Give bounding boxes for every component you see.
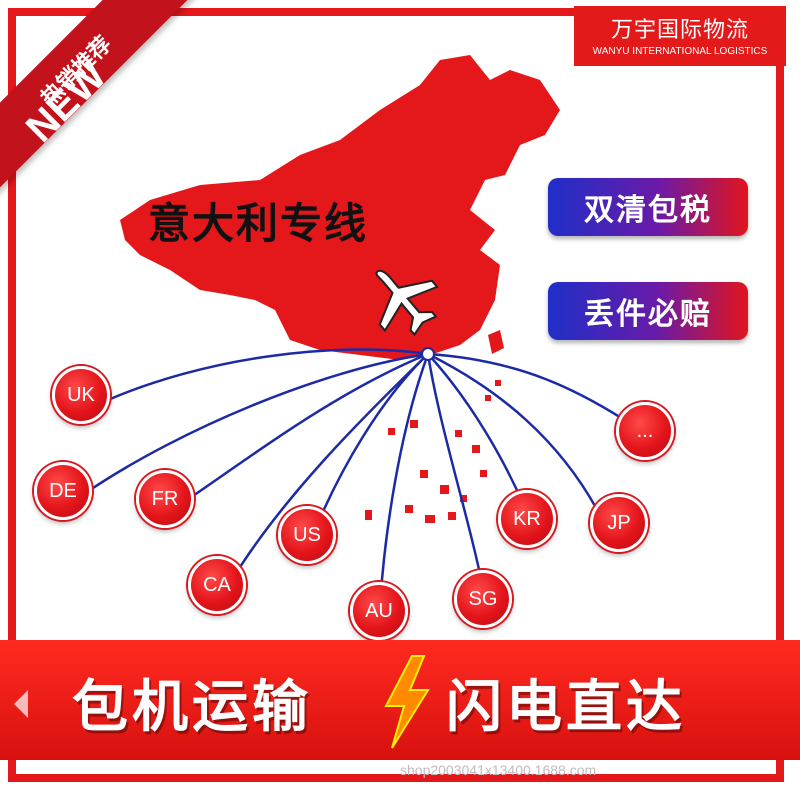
destination-node: DE <box>34 462 92 520</box>
airplane-icon <box>375 269 439 337</box>
destination-node: ... <box>616 402 674 460</box>
destination-node: JP <box>590 494 648 552</box>
brand-name-en: WANYU INTERNATIONAL LOGISTICS <box>592 46 768 57</box>
island-dots <box>365 380 501 523</box>
destination-node: UK <box>52 366 110 424</box>
left-arrow-icon <box>14 690 28 718</box>
destination-node: KR <box>498 490 556 548</box>
brand-name-cn: 万宇国际物流 <box>610 18 749 43</box>
poster-frame <box>8 8 784 782</box>
shop-watermark: shop2003041x13400.1688.com <box>400 762 597 778</box>
banner-left-text: 包机运输 <box>72 675 312 740</box>
destination-node: SG <box>454 570 512 628</box>
page-title: 意大利专线 <box>148 199 369 248</box>
hainan-island <box>488 330 504 354</box>
destination-node: US <box>278 506 336 564</box>
lightning-bolt-icon <box>384 655 430 749</box>
banner-right-text: 闪电直达 <box>446 675 686 740</box>
destination-node: FR <box>136 470 194 528</box>
badge-loss-compensation: 丢件必赔 <box>548 282 748 340</box>
china-map-shape <box>120 55 560 360</box>
brand-logo: 万宇国际物流 WANYU INTERNATIONAL LOGISTICS <box>574 6 786 66</box>
badge-double-clearance: 双清包税 <box>548 178 748 236</box>
origin-point <box>421 347 435 361</box>
route-lines <box>89 348 641 606</box>
destination-node: CA <box>188 556 246 614</box>
destination-node: AU <box>350 582 408 640</box>
